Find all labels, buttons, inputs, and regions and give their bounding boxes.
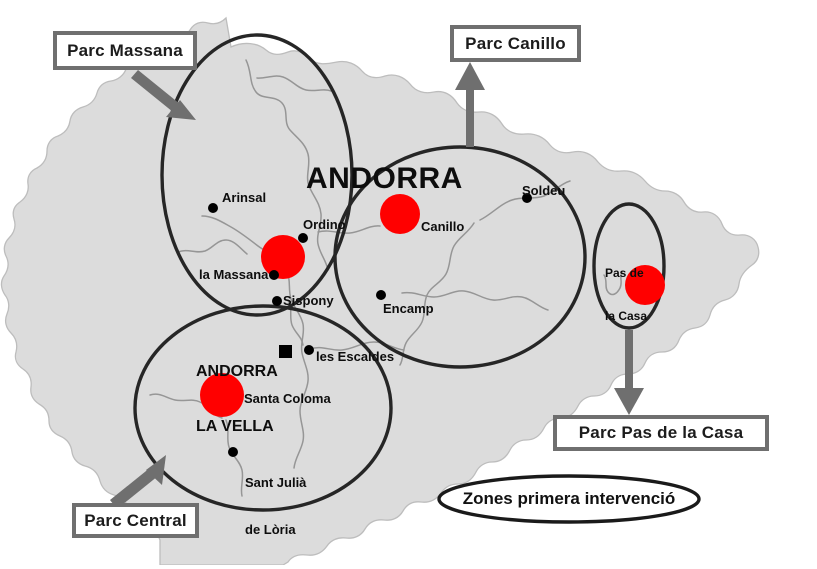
town-dot-soldeu	[522, 193, 532, 203]
zone-ellipse-parc-massana[interactable]	[160, 33, 354, 317]
town-label-arinsal: Arinsal	[222, 190, 267, 205]
town-dot-encamp	[376, 290, 386, 300]
legend[interactable]: Zones primera intervenció	[436, 473, 702, 525]
callout-parc-central-label: Parc Central	[84, 510, 187, 530]
river-valira-main	[286, 269, 309, 469]
town-label-pas-line1: Pas de	[605, 265, 644, 280]
capital-name-label: ANDORRA LA VELLA	[196, 326, 278, 473]
town-label-sant-julia-de-loria: Sant Julià de Lòria	[245, 444, 306, 569]
town-label-sant-julia-line2: de Lòria	[245, 521, 296, 537]
town-label-santa-coloma: Santa Coloma	[244, 391, 331, 406]
callout-parc-pas-de-la-casa[interactable]: Parc Pas de la Casa	[553, 415, 769, 451]
town-dot-ordino	[298, 233, 308, 243]
marker-parc-canillo[interactable]	[380, 194, 420, 234]
town-label-les-escaldes: les Escaldes	[316, 349, 395, 364]
river-pas	[603, 271, 623, 296]
river-santjulia	[225, 419, 244, 497]
intervention-markers	[200, 194, 665, 417]
callout-parc-canillo[interactable]: Parc Canillo	[450, 25, 581, 62]
callout-parc-pas-de-la-casa-label: Parc Pas de la Casa	[578, 423, 744, 442]
capital-name-line2: LA VELLA	[196, 417, 274, 435]
town-label-ordino: Ordino	[303, 217, 346, 232]
town-markers	[208, 193, 532, 457]
capital-name-line1: ANDORRA	[196, 362, 278, 380]
marker-parc-massana[interactable]	[261, 235, 305, 279]
marker-parc-pas-de-la-casa[interactable]	[625, 265, 665, 305]
town-dot-les-escaldes	[304, 345, 314, 355]
callout-parc-canillo-label: Parc Canillo	[465, 33, 566, 53]
country-name-label: ANDORRA	[306, 162, 463, 195]
town-label-canillo: Canillo	[421, 219, 465, 234]
legend-ellipse-shape	[437, 474, 701, 524]
town-dot-la-massana	[269, 270, 279, 280]
road-escaldes-encamp	[309, 341, 405, 351]
town-label-pas-de-la-casa: Pas de la Casa	[605, 237, 647, 352]
zone-ellipse-parc-central[interactable]	[133, 304, 393, 512]
town-label-encamp: Encamp	[383, 301, 434, 316]
town-dot-arinsal	[208, 203, 218, 213]
town-label-la-massana: la Massana	[199, 267, 269, 282]
capital-marker-andorra-la-vella	[279, 345, 292, 358]
legend-label: Zones primera intervenció	[462, 489, 676, 508]
callout-parc-massana-label: Parc Massana	[67, 40, 183, 60]
zone-ellipse-parc-pas-de-la-casa[interactable]	[592, 202, 666, 330]
town-dot-sispony	[272, 296, 282, 306]
river-massana-feeder	[177, 239, 248, 255]
callout-parc-central[interactable]: Parc Central	[72, 503, 199, 538]
town-label-soldeu: Soldeu	[522, 183, 566, 198]
town-label-sant-julia-line1: Sant Julià	[245, 475, 307, 491]
town-label-pas-line2: la Casa	[605, 308, 648, 323]
town-label-sispony: Sispony	[283, 293, 334, 308]
callout-parc-massana[interactable]: Parc Massana	[53, 31, 197, 70]
town-dot-sant-julia	[228, 447, 238, 457]
callout-arrows	[110, 62, 644, 509]
arrow-parc-pas-de-la-casa	[614, 330, 644, 415]
river-east-valira	[399, 222, 475, 366]
road-ordino-canillo	[317, 225, 381, 234]
river-branch-nw	[256, 75, 332, 92]
arrow-parc-canillo	[455, 62, 485, 147]
river-north	[245, 59, 329, 271]
arrow-parc-massana	[131, 70, 196, 120]
intervention-zone-outlines	[133, 33, 666, 512]
river-encamp-east	[401, 290, 549, 311]
marker-parc-central[interactable]	[200, 373, 244, 417]
arrow-parc-central	[110, 455, 166, 509]
zone-ellipse-parc-canillo[interactable]	[333, 145, 587, 369]
